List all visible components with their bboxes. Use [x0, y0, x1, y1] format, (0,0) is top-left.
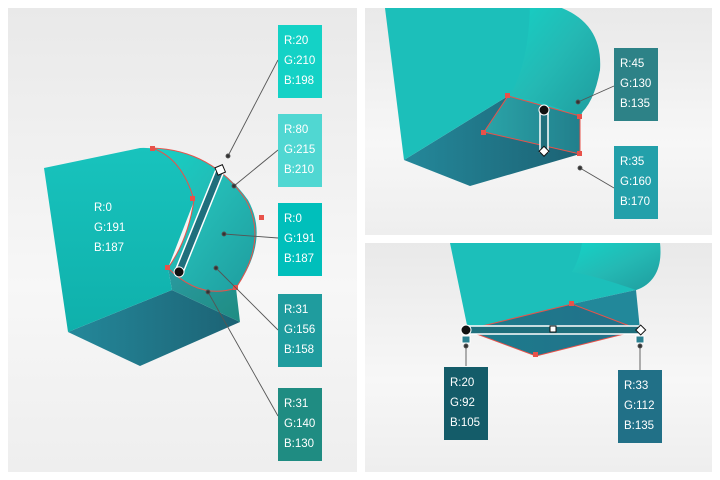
green-value: G:112: [624, 400, 655, 412]
green-value: G:130: [620, 78, 652, 90]
red-value: R:80: [284, 124, 309, 136]
left-shape: [44, 147, 257, 366]
blue-value: B:158: [284, 344, 315, 356]
front-face-color-label: R:0 G:191 B:187: [94, 198, 125, 258]
color-swatch-tr-2: R:35 G:160 B:170: [614, 146, 658, 219]
tr-curved-face: [510, 8, 601, 116]
red-value: R:45: [620, 58, 645, 70]
bottom-face: [68, 290, 240, 366]
color-swatch-3: R:0 G:191 B:187: [278, 203, 322, 276]
blue-value: B:130: [284, 438, 315, 450]
color-swatch-tr-1: R:45 G:130 B:135: [614, 48, 658, 121]
blue-value: B:105: [450, 417, 481, 429]
color-swatch-5: R:31 G:140 B:130: [278, 388, 322, 461]
green-value: G:160: [620, 176, 652, 188]
green-value: G:156: [284, 324, 316, 336]
red-value: R:31: [284, 398, 309, 410]
blue-value: B:198: [284, 75, 315, 87]
gradient-handle[interactable]: [172, 163, 228, 279]
red-value: R:35: [620, 156, 645, 168]
color-swatch-4: R:31 G:156 B:158: [278, 294, 322, 367]
tr-bottom-face: [404, 96, 580, 186]
top-right-shape: [385, 8, 601, 186]
red-value: R:20: [450, 377, 475, 389]
bottom-right-shape: [450, 243, 661, 357]
color-swatch-2: R:80 G:215 B:210: [278, 114, 322, 187]
br-stop-left[interactable]: [461, 335, 471, 344]
green-value: G:191: [94, 222, 126, 234]
lower-side-face: [168, 268, 240, 322]
color-swatch-br-1: R:20 G:92 B:105: [444, 367, 488, 440]
red-value: R:33: [624, 380, 649, 392]
color-swatch-br-2: R:33 G:112 B:135: [618, 370, 662, 443]
red-value: R:31: [284, 304, 309, 316]
br-stop-right[interactable]: [635, 335, 645, 344]
leader-lines: [205, 59, 643, 417]
green-value: G:215: [284, 144, 316, 156]
green-value: G:140: [284, 418, 316, 430]
blue-value: B:135: [624, 420, 655, 432]
green-value: G:92: [450, 397, 475, 409]
green-value: G:210: [284, 55, 316, 67]
blue-value: B:187: [284, 253, 315, 265]
red-value: R:0: [94, 202, 112, 214]
blue-value: B:135: [620, 98, 651, 110]
blue-value: B:170: [620, 196, 651, 208]
br-curved-face: [572, 243, 661, 290]
red-value: R:0: [284, 213, 302, 225]
br-side-face: [572, 290, 640, 330]
blue-value: B:210: [284, 164, 315, 176]
front-face: [44, 147, 196, 332]
green-value: G:191: [284, 233, 316, 245]
color-swatch-1: R:20 G:210 B:198: [278, 25, 322, 98]
blue-value: B:187: [94, 242, 125, 254]
red-value: R:20: [284, 35, 309, 47]
